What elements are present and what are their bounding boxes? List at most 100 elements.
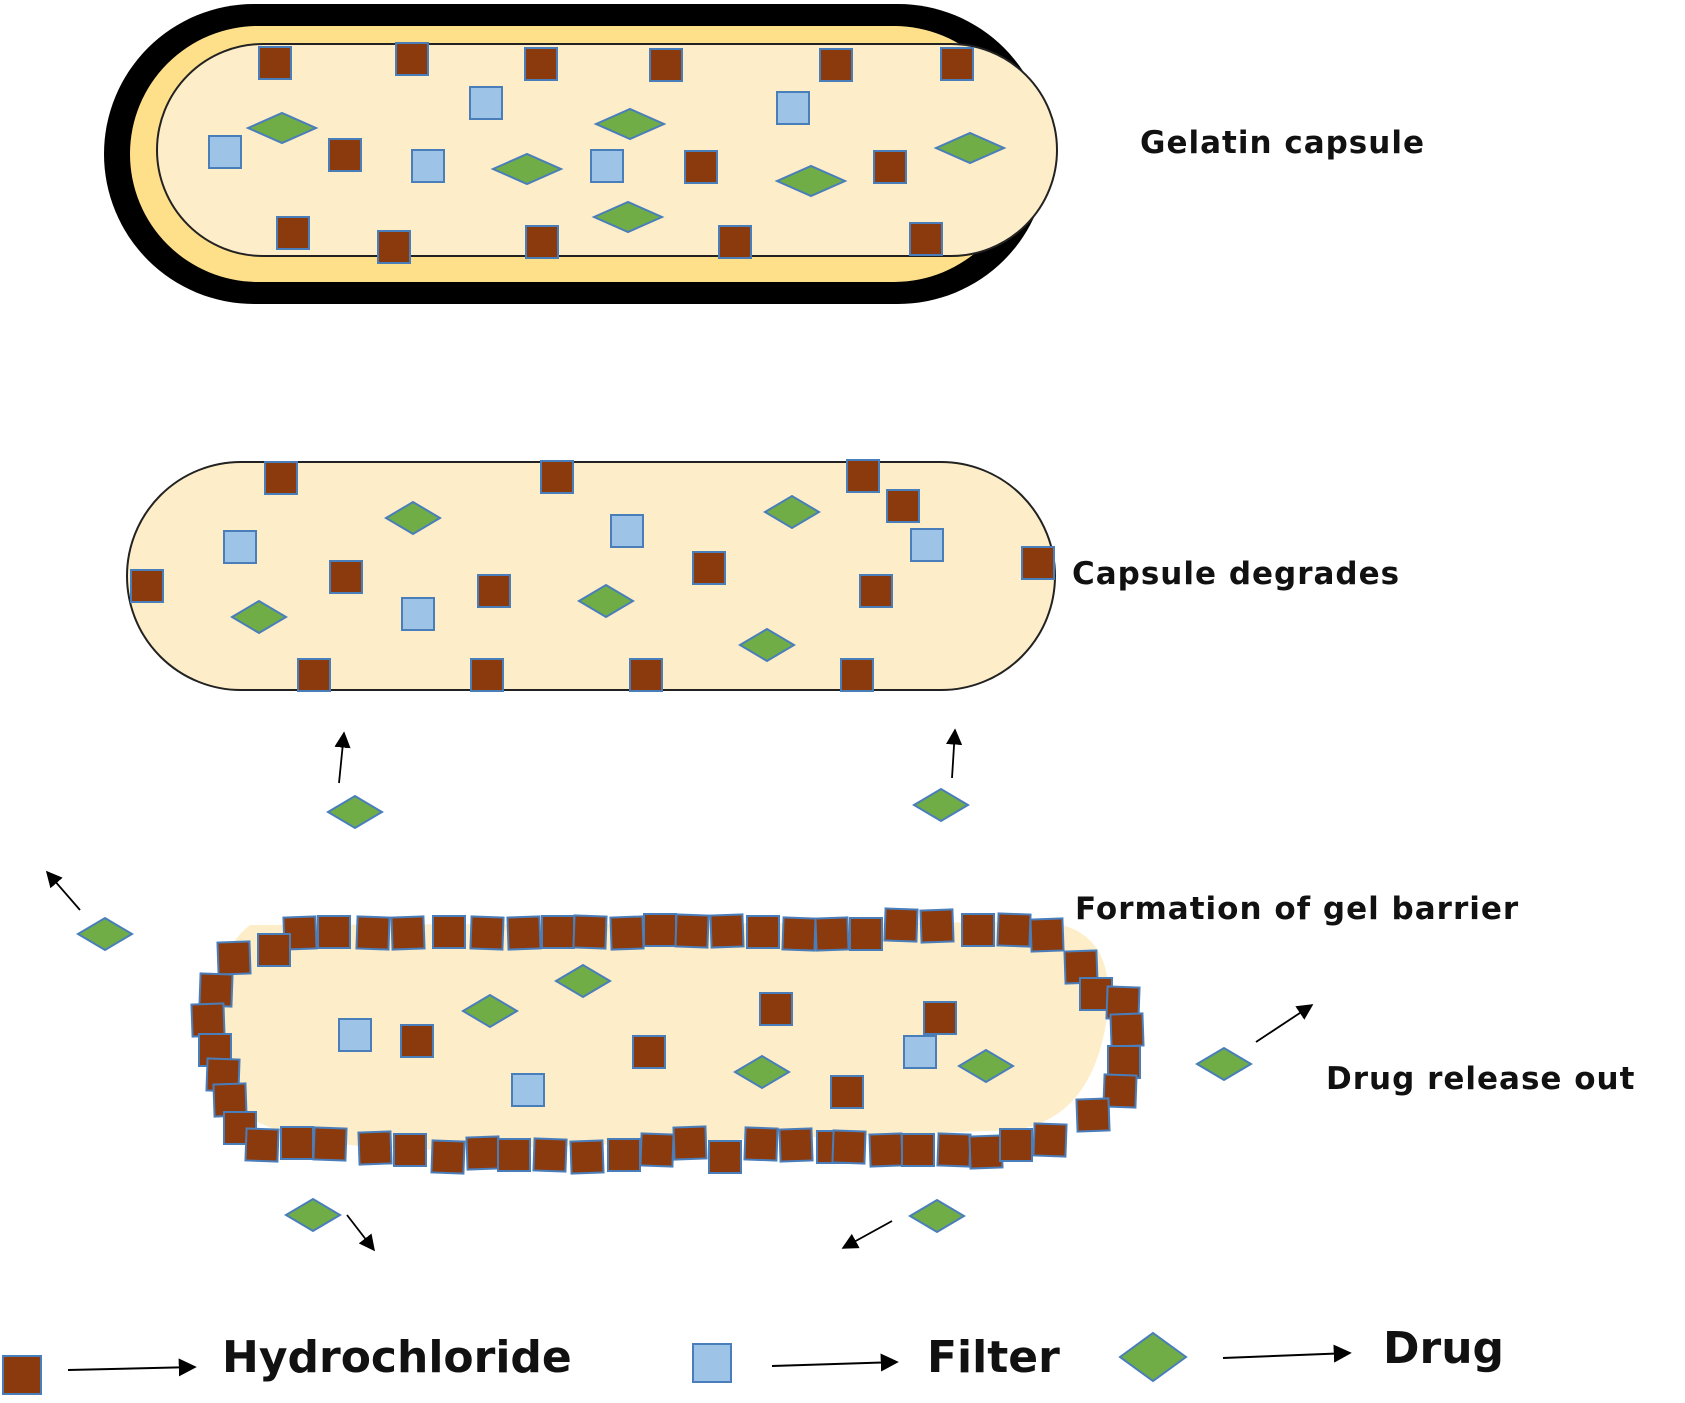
drug-diamond	[490, 152, 564, 186]
released-drug-diamond	[284, 1197, 342, 1233]
barrier-hydrochloride-square	[244, 1127, 280, 1163]
hydrochloride-square	[840, 658, 874, 692]
drug-diamond	[738, 627, 796, 663]
barrier-hydrochloride-square	[961, 913, 995, 947]
barrier-hydrochloride-square	[968, 1134, 1004, 1170]
hydrochloride-square	[759, 992, 793, 1026]
hydrochloride-square	[940, 47, 974, 81]
legend-label-hydrochloride: Hydrochloride	[222, 1332, 572, 1383]
hydrochloride-square	[909, 222, 943, 256]
barrier-hydrochloride-square	[674, 913, 710, 949]
hydrochloride-square	[886, 489, 920, 523]
filter-square	[469, 86, 503, 120]
barrier-hydrochloride-square	[393, 1133, 427, 1167]
legend-arrow-filter	[771, 1353, 899, 1372]
barrier-hydrochloride-square	[643, 913, 677, 947]
released-drug-diamond	[76, 916, 134, 952]
barrier-hydrochloride-square	[778, 1127, 814, 1163]
barrier-hydrochloride-square	[1102, 1073, 1138, 1109]
barrier-hydrochloride-square	[639, 1132, 675, 1168]
drug-diamond	[591, 200, 665, 234]
degrading-capsule-contents	[130, 459, 1055, 692]
barrier-hydrochloride-square	[497, 1138, 531, 1172]
hydrochloride-square	[830, 1075, 864, 1109]
hydrochloride-square	[629, 658, 663, 692]
barrier-hydrochloride-square	[708, 1140, 742, 1174]
drug-diamond	[957, 1048, 1015, 1084]
hydrochloride-square	[258, 46, 292, 80]
hydrochloride-square	[859, 574, 893, 608]
hydrochloride-square	[1021, 546, 1055, 580]
hydrochloride-square	[477, 574, 511, 608]
barrier-hydrochloride-square	[541, 915, 575, 949]
released-drug-particles	[76, 787, 1253, 1234]
hydrochloride-square	[525, 225, 559, 259]
barrier-hydrochloride-square	[430, 1139, 466, 1175]
hydrochloride-square	[329, 560, 363, 594]
barrier-hydrochloride-square	[672, 1125, 708, 1161]
release-arrows	[45, 728, 1314, 1252]
release-arrow	[334, 731, 351, 784]
drug-diamond	[384, 500, 442, 536]
legend-arrow-drug	[1222, 1344, 1352, 1363]
released-drug-diamond	[1195, 1046, 1253, 1082]
filter-square	[223, 530, 257, 564]
barrier-hydrochloride-square	[506, 915, 542, 951]
released-drug-diamond	[912, 787, 970, 823]
barrier-hydrochloride-square	[572, 914, 608, 950]
label-gelatin-capsule: Gelatin capsule	[1140, 125, 1425, 161]
release-arrow	[841, 1220, 893, 1249]
hydrochloride-square	[540, 460, 574, 494]
filter-square	[776, 91, 810, 125]
release-arrow	[45, 870, 81, 911]
barrier-hydrochloride-square	[257, 933, 291, 967]
hydrochloride-square	[297, 658, 331, 692]
barrier-hydrochloride-square	[883, 907, 919, 943]
release-arrow	[946, 728, 963, 779]
filter-square	[610, 514, 644, 548]
hydrochloride-square	[819, 48, 853, 82]
drug-diamond	[763, 494, 821, 530]
barrier-hydrochloride-square	[280, 1126, 314, 1160]
hydrochloride-square	[718, 225, 752, 259]
legend	[2, 1331, 1352, 1395]
barrier-hydrochloride-square	[312, 1126, 348, 1162]
barrier-hydrochloride-square	[936, 1132, 972, 1168]
release-arrow	[346, 1214, 375, 1252]
barrier-hydrochloride-square	[814, 916, 850, 952]
label-gel-barrier: Formation of gel barrier	[1075, 891, 1520, 927]
barrier-hydrochloride-square	[901, 1133, 935, 1167]
legend-arrow-hydrochloride	[67, 1358, 197, 1377]
barrier-hydrochloride-square	[390, 915, 426, 951]
filter-square	[910, 528, 944, 562]
barrier-hydrochloride-square	[1032, 1122, 1068, 1158]
barrier-hydrochloride-square	[868, 1132, 904, 1168]
legend-label-drug: Drug	[1383, 1323, 1505, 1374]
hydrochloride-square	[846, 459, 880, 493]
barrier-hydrochloride-square	[355, 915, 391, 951]
hydrochloride-square	[377, 230, 411, 264]
hydrochloride-square	[632, 1035, 666, 1069]
hydrochloride-square	[400, 1024, 434, 1058]
barrier-hydrochloride-square	[317, 915, 351, 949]
hydrochloride-square	[276, 216, 310, 250]
gelatin-capsule	[104, 4, 1058, 304]
filter-square	[903, 1035, 937, 1069]
drug-diamond	[733, 1054, 791, 1090]
drug-diamond	[593, 107, 667, 141]
hydrochloride-square	[923, 1001, 957, 1035]
label-capsule-degrades: Capsule degrades	[1072, 556, 1401, 592]
barrier-hydrochloride-square	[198, 972, 234, 1008]
hydrochloride-square	[395, 42, 429, 76]
gel-barrier-hydrochloride-ring	[190, 907, 1145, 1175]
barrier-hydrochloride-square	[743, 1126, 779, 1162]
hydrochloride-square	[264, 461, 298, 495]
drug-diamond	[933, 131, 1007, 165]
barrier-hydrochloride-square	[1107, 1045, 1141, 1079]
hydrochloride-square	[470, 658, 504, 692]
hydrochloride-square	[692, 551, 726, 585]
drug-diamond	[577, 583, 635, 619]
filter-square	[511, 1073, 545, 1107]
barrier-hydrochloride-square	[919, 908, 955, 944]
